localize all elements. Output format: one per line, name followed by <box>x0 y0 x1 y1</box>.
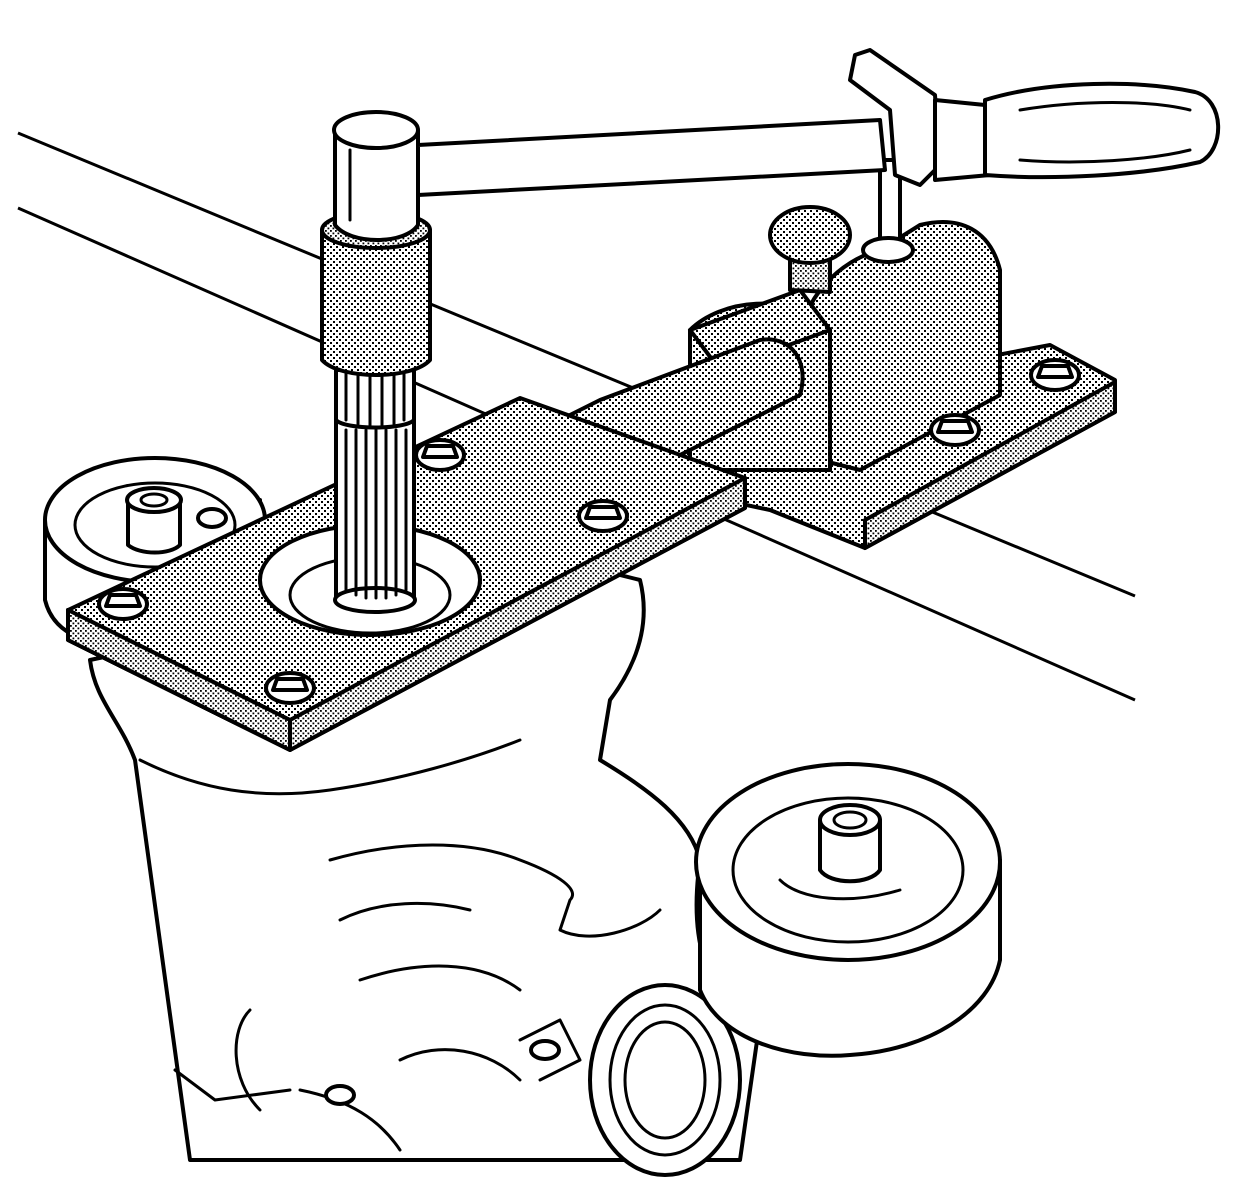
splined-output-shaft <box>333 368 417 614</box>
rear-yoke <box>694 762 1002 1058</box>
bolt-4 <box>577 499 629 533</box>
installer-tool <box>320 110 432 377</box>
lever-handle <box>416 48 1221 197</box>
bolt-2 <box>264 671 316 705</box>
bolt-3 <box>414 438 466 472</box>
bolt-6 <box>1029 358 1081 392</box>
bolt-1 <box>97 587 149 621</box>
fixture-bolts <box>97 358 1081 705</box>
bolt-5 <box>929 413 981 447</box>
